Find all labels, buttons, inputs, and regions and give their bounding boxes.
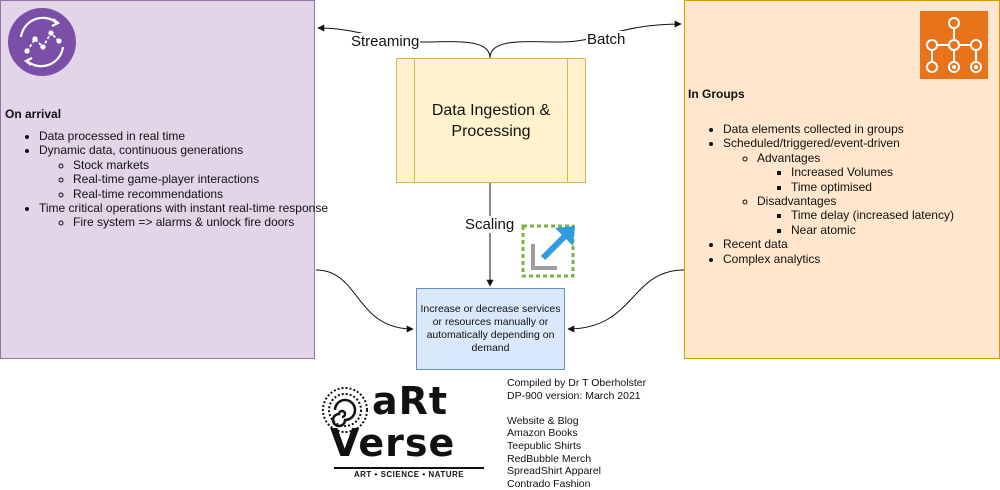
credit-spacer [507,402,646,415]
list-item: Stock markets [73,158,351,172]
list-item: Recent data [723,237,1000,251]
scaling-description-box: Increase or decrease services or resourc… [416,288,565,370]
credit-link-spreadshirt[interactable]: SpreadShirt Apparel [507,465,601,478]
credits: Compiled by Dr T Oberholster DP-900 vers… [507,377,646,490]
list-item: Time critical operations with instant re… [39,201,351,230]
list-item: Data elements collected in groups [723,122,1000,136]
list-item: Increased Volumes [791,165,1000,179]
list-item: Real-time recommendations [73,187,351,201]
streaming-panel: On arrival Data processed in real time D… [0,0,328,359]
autoscale-icon [521,224,575,278]
list-item: Dynamic data, continuous generations Sto… [39,143,351,201]
logo-tagline: ART • SCIENCE • NATURE [334,467,484,479]
credit-link-amazon[interactable]: Amazon Books [507,427,578,440]
batch-label: Batch [586,31,627,48]
list-item: Data processed in real time [39,129,351,143]
batch-panel-title: In Groups [688,87,745,101]
data-ingestion-process: Data Ingestion & Processing [396,58,586,183]
credit-link-website[interactable]: Website & Blog [507,414,579,427]
stream-analytics-icon [8,8,76,76]
list-item: Time optimised [791,180,1000,194]
credit-author: Compiled by Dr T Oberholster [507,377,647,389]
streaming-list: Data processed in real time Dynamic data… [1,129,351,230]
batch-panel: In Groups Data elements collected in gro… [684,0,1000,359]
right-to-scaled-connector [567,269,685,333]
list-item: Disadvantages Time delay (increased late… [757,194,1000,237]
batch-list: Data elements collected in groups Schedu… [685,122,1000,266]
list-item: Real-time game-player interactions [73,172,351,186]
artverse-logo: aRt Verse ART • SCIENCE • NATURE [320,379,500,483]
process-left-bar [397,59,415,182]
process-right-bar [567,59,585,182]
list-item: Advantages Increased Volumes Time optimi… [757,151,1000,194]
credit-version: DP-900 version: March 2021 [507,389,641,402]
logo-word-verse: Verse [330,421,456,465]
list-item: Near atomic [791,223,1000,237]
spiral-logo-icon [322,387,368,433]
batch-connector [489,20,682,59]
list-item: Complex analytics [723,252,1000,266]
list-item: Fire system => alarms & unlock fire door… [73,215,351,229]
batch-workflow-icon [920,11,988,79]
credit-link-contrado[interactable]: Contrado Fashion [507,477,591,490]
credit-link-teepublic[interactable]: Teepublic Shirts [507,439,582,452]
scaling-label: Scaling [464,216,516,233]
credit-link-redbubble[interactable]: RedBubble Merch [507,452,592,465]
logo-word-art: aRt [372,379,449,423]
streaming-panel-title: On arrival [5,107,62,121]
process-label: Data Ingestion & Processing [431,101,551,140]
list-item: Time delay (increased latency) [791,208,1000,222]
list-item: Scheduled/triggered/event-driven Advanta… [723,136,1000,237]
streaming-label: Streaming [350,33,421,50]
left-to-scaled-connector [315,269,414,333]
